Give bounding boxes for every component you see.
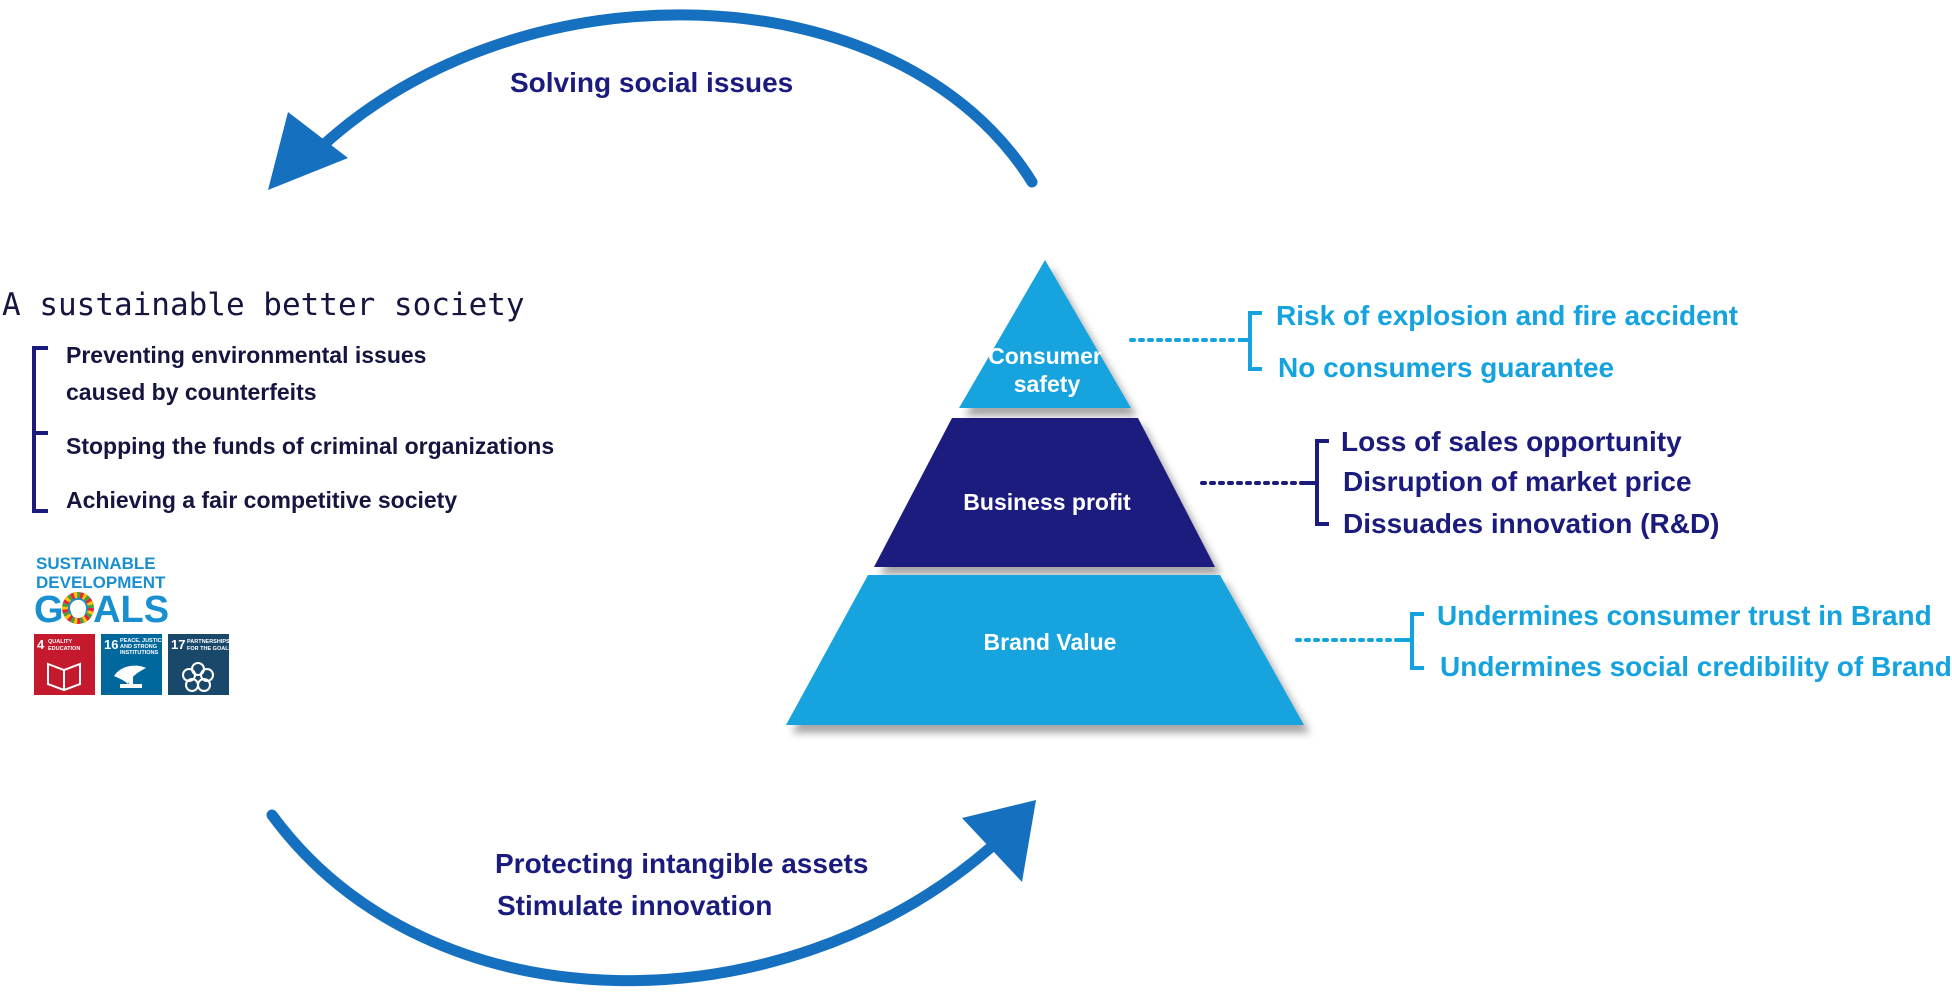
society-bracket <box>32 346 48 513</box>
sdg-tile-16: 16 PEACE, JUSTICE AND STRONG INSTITUTION… <box>101 634 166 695</box>
risk-brand-value-2: Undermines social credibility of Brand <box>1440 651 1952 682</box>
top-cycle-arrow <box>268 9 1038 190</box>
svg-text:4: 4 <box>37 637 45 652</box>
risk-business-profit-1: Loss of sales opportunity <box>1341 426 1682 457</box>
pyramid-top-label-2: safety <box>1014 371 1081 397</box>
pyramid-bottom-brand-value <box>786 575 1304 725</box>
bottom-arrowhead-icon <box>962 800 1036 882</box>
svg-text:INSTITUTIONS: INSTITUTIONS <box>120 650 159 656</box>
svg-text:PEACE, JUSTICE: PEACE, JUSTICE <box>120 638 166 644</box>
society-item-1: Preventing environmental issues <box>66 342 426 368</box>
bottom-cycle-label-2: Stimulate innovation <box>497 890 772 921</box>
bottom-cycle-arrow <box>266 800 1036 987</box>
top-arrowhead-icon <box>268 112 348 190</box>
sdg-tile-4: 4 QUALITY EDUCATION <box>34 634 95 695</box>
bracket-consumer-safety <box>1238 311 1262 371</box>
pyramid-top-consumer-safety <box>959 260 1131 408</box>
pyramid-bottom-label: Brand Value <box>984 629 1117 655</box>
svg-text:16: 16 <box>104 637 118 652</box>
pyramid-middle-business-profit <box>874 418 1215 567</box>
pyramid <box>786 260 1304 725</box>
risk-business-profit-3: Dissuades innovation (R&D) <box>1343 508 1719 539</box>
top-cycle-label: Solving social issues <box>510 67 793 98</box>
society-heading: A sustainable better society <box>2 287 525 323</box>
pyramid-top-label-1: Consumer <box>988 343 1102 369</box>
sdg-line-2: DEVELOPMENT <box>36 573 166 592</box>
bracket-business-profit <box>1305 439 1329 526</box>
society-item-3: Achieving a fair competitive society <box>66 487 457 513</box>
sdg-line-1: SUSTAINABLE <box>36 554 156 573</box>
dove-icon <box>114 665 146 688</box>
society-item-2: Stopping the funds of criminal organizat… <box>66 433 554 459</box>
risk-brand-value-1: Undermines consumer trust in Brand <box>1437 600 1932 631</box>
risk-business-profit-2: Disruption of market price <box>1343 466 1692 497</box>
pyramid-middle-label: Business profit <box>963 489 1131 515</box>
risk-consumer-safety-2: No consumers guarantee <box>1278 352 1614 383</box>
sdg-logo: SUSTAINABLE DEVELOPMENT GOALS <box>34 554 169 631</box>
risk-consumer-safety-1: Risk of explosion and fire accident <box>1276 300 1738 331</box>
sdg-tile-17: 17 PARTNERSHIPS FOR THE GOALS <box>168 634 233 695</box>
sdg-wheel-icon <box>62 592 94 624</box>
svg-text:AND STRONG: AND STRONG <box>120 644 157 650</box>
svg-text:PARTNERSHIPS: PARTNERSHIPS <box>187 639 230 645</box>
svg-text:EDUCATION: EDUCATION <box>48 646 80 652</box>
svg-text:FOR THE GOALS: FOR THE GOALS <box>187 646 233 652</box>
svg-text:17: 17 <box>171 637 185 652</box>
bracket-brand-value <box>1400 612 1424 670</box>
bottom-cycle-label-1: Protecting intangible assets <box>495 848 868 879</box>
svg-text:QUALITY: QUALITY <box>48 639 72 645</box>
book-icon <box>47 662 81 692</box>
society-item-1b: caused by counterfeits <box>66 379 317 405</box>
sdg-goals-word: GOALS <box>34 589 169 631</box>
rings-icon <box>182 662 214 692</box>
